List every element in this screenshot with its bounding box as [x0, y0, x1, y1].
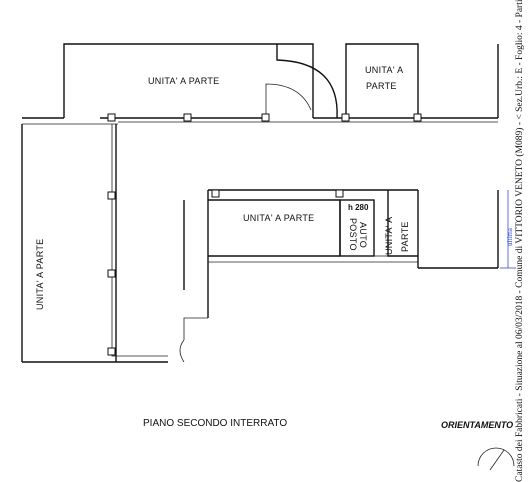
label-posto-auto-line2: AUTO — [358, 222, 368, 248]
orientation-label: ORIENTAMENTO — [441, 420, 513, 430]
label-unit-small-right-line2: PARTE — [400, 221, 410, 252]
stamp-lines — [500, 190, 516, 269]
label-unit-middle: UNITA' A PARTE — [243, 213, 314, 223]
label-unit-small-right-line1: UNITA' A — [384, 217, 394, 255]
label-unit-top-right-line1: UNITA' A — [365, 65, 403, 75]
label-unit-left: UNITA' A PARTE — [35, 239, 45, 310]
unit-top-center — [63, 43, 338, 119]
floor-title: PIANO SECONDO INTERRATO — [143, 418, 287, 429]
label-posto-auto-line1: POSTO — [348, 218, 358, 251]
unit-small-right — [374, 190, 498, 269]
unit-left — [21, 124, 168, 363]
label-unit-top-right-line2: PARTE — [366, 81, 397, 91]
label-unit-top-center: UNITA' A PARTE — [148, 76, 219, 86]
posto-auto-box — [339, 199, 375, 257]
compass-icon — [477, 447, 515, 471]
margin-stamp: ultima — [506, 227, 514, 246]
label-height-mark: h 280 — [348, 203, 369, 212]
margin-text: Catasto dei Fabbricati - Situazione al 0… — [514, 0, 525, 482]
pillars — [107, 113, 422, 356]
corridor-walls — [22, 117, 498, 125]
unit-top-right — [345, 43, 419, 118]
